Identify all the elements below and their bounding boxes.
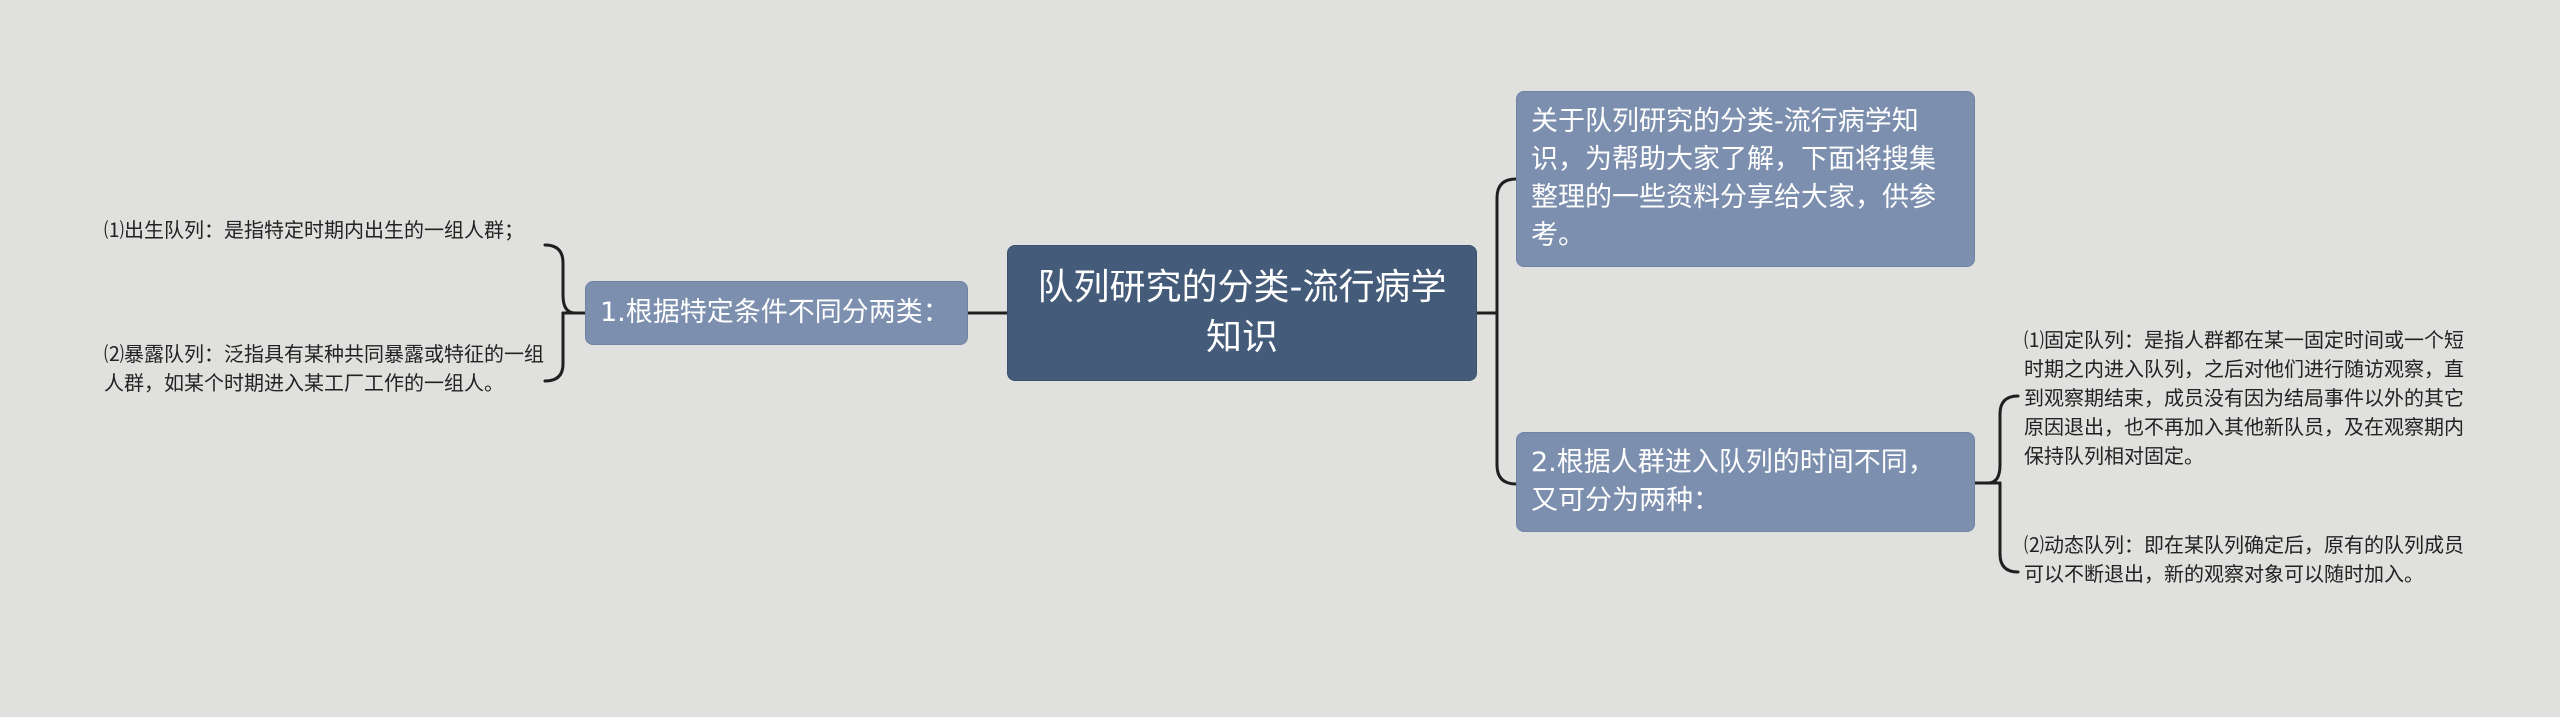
- leaf-fixed-cohort[interactable]: ⑴固定队列：是指人群都在某一固定时间或一个短时期之内进入队列，之后对他们进行随访…: [2024, 328, 2464, 468]
- branch-conditions-label: 1.根据特定条件不同分两类：: [600, 297, 950, 328]
- leaf-dynamic-cohort[interactable]: ⑵动态队列：即在某队列确定后，原有的队列成员可以不断退出，新的观察对象可以随时加…: [2024, 533, 2464, 586]
- bracket-left: [543, 243, 577, 383]
- leaf-birth-cohort[interactable]: ⑴出生队列：是指特定时期内出生的一组人群；: [104, 218, 524, 242]
- leaf-exposure-cohort[interactable]: ⑵暴露队列：泛指具有某种共同暴露或特征的一组人群，如某个时期进入某工厂工作的一组…: [104, 342, 544, 395]
- branch-intro-label: 关于队列研究的分类-流行病学知识，为帮助大家了解，下面将搜集整理的一些资料分享给…: [1531, 106, 1936, 251]
- branch-node-entry-time[interactable]: 2.根据人群进入队列的时间不同，又可分为两种：: [1516, 432, 1975, 532]
- bracket-right-root: [1495, 177, 1518, 486]
- bracket-right: [1986, 394, 2020, 574]
- root-topic[interactable]: 队列研究的分类-流行病学知识: [1007, 245, 1477, 381]
- branch-node-conditions[interactable]: 1.根据特定条件不同分两类：: [585, 281, 968, 345]
- branch-node-intro[interactable]: 关于队列研究的分类-流行病学知识，为帮助大家了解，下面将搜集整理的一些资料分享给…: [1516, 91, 1975, 267]
- root-topic-label: 队列研究的分类-流行病学知识: [1037, 267, 1447, 358]
- branch-entry-time-label: 2.根据人群进入队列的时间不同，又可分为两种：: [1531, 447, 1935, 516]
